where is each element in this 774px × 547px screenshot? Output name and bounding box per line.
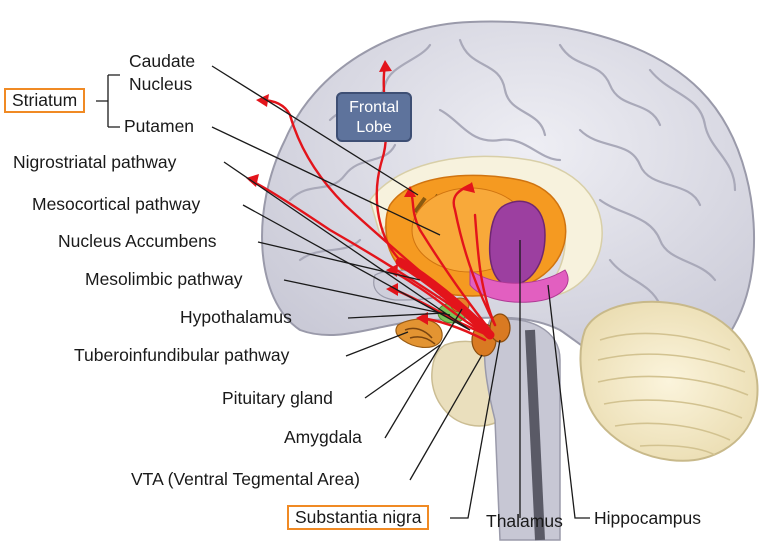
frontal-lobe-line2: Lobe bbox=[356, 119, 392, 136]
mesolimbic-label: Mesolimbic pathway bbox=[85, 269, 243, 289]
putamen-label: Putamen bbox=[124, 116, 195, 136]
cerebellum-folds bbox=[597, 332, 749, 456]
hippocampus-shape bbox=[469, 269, 569, 303]
thalamus-label: Thalamus bbox=[486, 511, 563, 531]
brainstem bbox=[483, 318, 561, 541]
frontal-lobe-tag: Frontal Lobe bbox=[336, 92, 412, 142]
nucleus-accumbens-label: Nucleus Accumbens bbox=[58, 231, 217, 251]
frontal-lobe-line1: Frontal bbox=[349, 99, 399, 116]
vta-label: VTA (Ventral Tegmental Area) bbox=[131, 469, 360, 489]
substantia-nigra-label: Substantia nigra bbox=[287, 505, 430, 531]
pituitary-label: Pituitary gland bbox=[222, 388, 333, 408]
nigrostriatal-label: Nigrostriatal pathway bbox=[13, 152, 177, 172]
striatum-label: Striatum bbox=[4, 88, 86, 114]
caudate-label-line1: Caudate bbox=[129, 51, 196, 71]
caudate-label-line2: Nucleus bbox=[129, 74, 193, 94]
hypothalamus-label: Hypothalamus bbox=[180, 307, 292, 327]
amygdala-label: Amygdala bbox=[284, 427, 362, 447]
hippocampus-label: Hippocampus bbox=[594, 508, 701, 528]
cerebellum bbox=[579, 300, 759, 462]
main-dopamine-bundle bbox=[395, 257, 495, 340]
leader-lines bbox=[96, 65, 590, 519]
tuberoinfundibular-label: Tuberoinfundibular pathway bbox=[74, 345, 290, 365]
mesocortical-label: Mesocortical pathway bbox=[32, 194, 201, 214]
